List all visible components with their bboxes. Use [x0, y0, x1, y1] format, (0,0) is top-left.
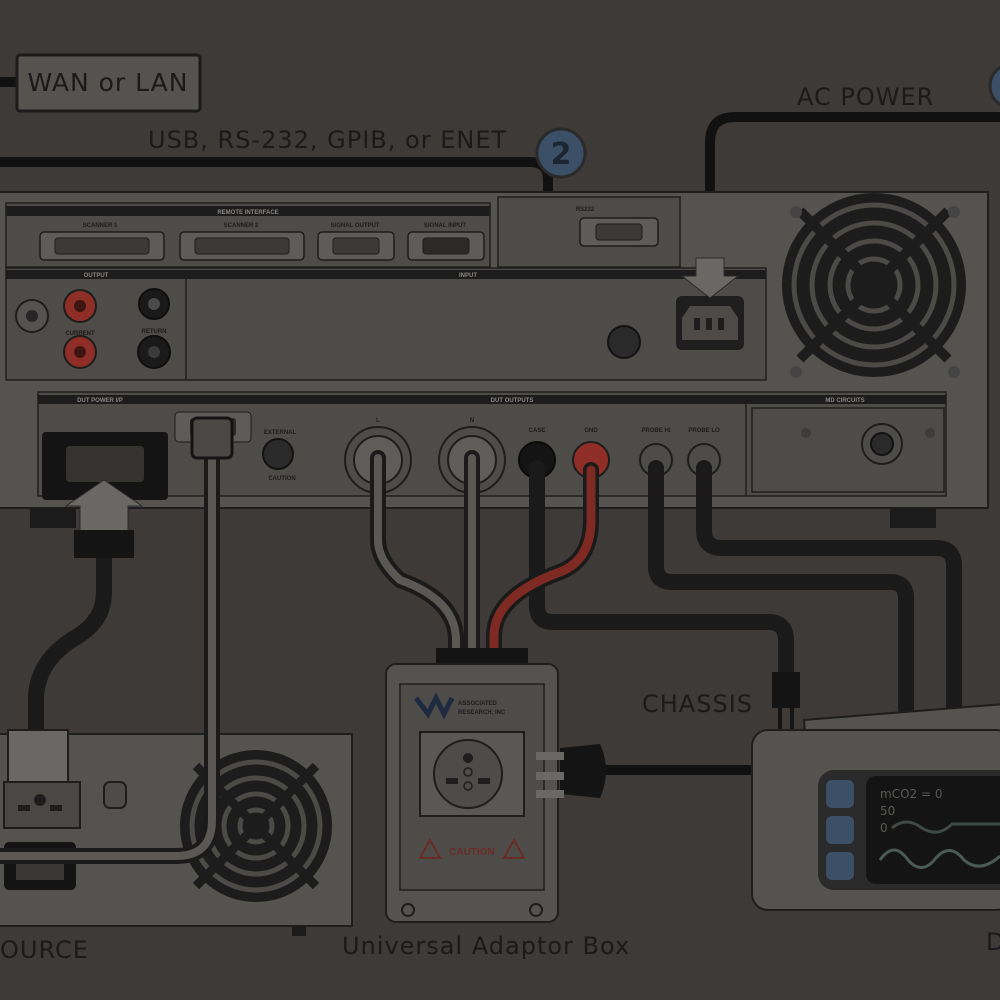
scanner2-label: SCANNER 2 [224, 223, 259, 229]
wan-lan-box [15, 53, 202, 113]
signal-input-label: SIGNAL INPUT [424, 223, 467, 229]
foot-right [890, 508, 936, 528]
signal-output-label: SIGNAL OUTPUT [331, 223, 380, 229]
monitor-line-2: 50 [880, 804, 895, 818]
source-outlet [3, 781, 81, 829]
output-terminals: CURRENT RETURN [15, 288, 171, 369]
scanner2-port: SCANNER 2 [179, 223, 305, 261]
source-fan [180, 750, 332, 902]
wan-lan-group: WAN or LAN [0, 53, 202, 113]
ac-arrow-down [680, 257, 740, 299]
dut-outputs-title: DUT OUTPUTS [491, 398, 534, 404]
adaptor-logo [414, 692, 455, 720]
remote-interface-header [6, 206, 490, 216]
main-instrument: REMOTE INTERFACE SCANNER 1 SCANNER 2 SIG… [0, 191, 989, 528]
md-circuits-connector [870, 432, 894, 456]
monitor-button-1 [826, 780, 854, 808]
dut-cables [370, 450, 962, 730]
adaptor-warning: CAUTION [449, 847, 495, 858]
probe-hi-label: PROBE HI [641, 428, 670, 434]
adaptor-box-label: Universal Adaptor Box [342, 932, 630, 960]
main-fan [782, 193, 966, 378]
terminal-l-label: L [376, 418, 380, 424]
io-panel [5, 267, 767, 381]
adaptor-brand-1: ASSOCIATED [458, 701, 498, 707]
remote-interface-title: REMOTE INTERFACE [217, 210, 278, 216]
dut-plug [536, 744, 765, 798]
probe-lo-label: PROBE LO [688, 428, 720, 434]
device-under-test: mCO2 = 0 50 0 D [751, 703, 1000, 956]
universal-adaptor-box: ASSOCIATED RESEARCH, INC CAUTION Univers… [342, 648, 630, 960]
probe-lo-cable [696, 460, 962, 716]
ac-badge-partial [988, 65, 1000, 107]
chassis-label: CHASSIS [642, 690, 753, 718]
monitor-line-1: mCO2 = 0 [880, 787, 942, 801]
step-badge-number: 2 [551, 137, 572, 172]
scanner1-label: SCANNER 1 [83, 223, 118, 229]
return-label: RETURN [142, 329, 167, 335]
signal-output-port: SIGNAL OUTPUT [317, 223, 395, 261]
input-title: INPUT [459, 273, 477, 279]
case-label: CASE [529, 428, 546, 434]
ac-power-label: AC POWER [797, 83, 934, 111]
gnd-label: GND [584, 428, 598, 434]
db9-plug [190, 416, 234, 460]
md-circuits-panel [751, 407, 945, 493]
iec-input-socket [676, 296, 744, 350]
chassis-plug [772, 672, 800, 708]
input-knob [607, 325, 641, 359]
power-source: OURCE [0, 416, 353, 964]
monitor-line-3: 0 [880, 821, 888, 835]
external-label: EXTERNAL [264, 430, 297, 436]
ac-power-cable [705, 112, 1000, 230]
monitor-button-2 [826, 816, 854, 844]
dut-power-cable [28, 540, 112, 738]
dut-label-partial: D [986, 928, 1000, 956]
probe-hi-cable [648, 460, 914, 716]
adaptor-brand-2: RESEARCH, INC [458, 710, 506, 716]
dut-power-title: DUT POWER I/P [77, 398, 123, 404]
foot-left [30, 508, 76, 528]
source-button [103, 781, 127, 809]
source-label: OURCE [0, 936, 89, 964]
step-badge [535, 127, 587, 179]
current-label: CURRENT [65, 331, 95, 337]
scanner1-port: SCANNER 1 [39, 223, 165, 261]
monitor-screen [866, 776, 1000, 884]
monitor-button-3 [826, 852, 854, 880]
output-title: OUTPUT [84, 273, 109, 279]
terminal-n-label: N [470, 418, 474, 424]
md-circuits-title: MD CIRCUITS [825, 398, 864, 404]
usb-label: USB, RS-232, GPIB, or ENET [148, 126, 507, 154]
wan-lan-label: WAN or LAN [28, 68, 189, 97]
rs232-label: RS232 [576, 207, 595, 213]
external-knob [262, 438, 294, 470]
external-caution: CAUTION [268, 476, 295, 482]
case-cable [529, 460, 794, 688]
signal-input-port: SIGNAL INPUT [407, 223, 485, 261]
usb-cable-group: USB, RS-232, GPIB, or ENET 2 [0, 126, 587, 247]
